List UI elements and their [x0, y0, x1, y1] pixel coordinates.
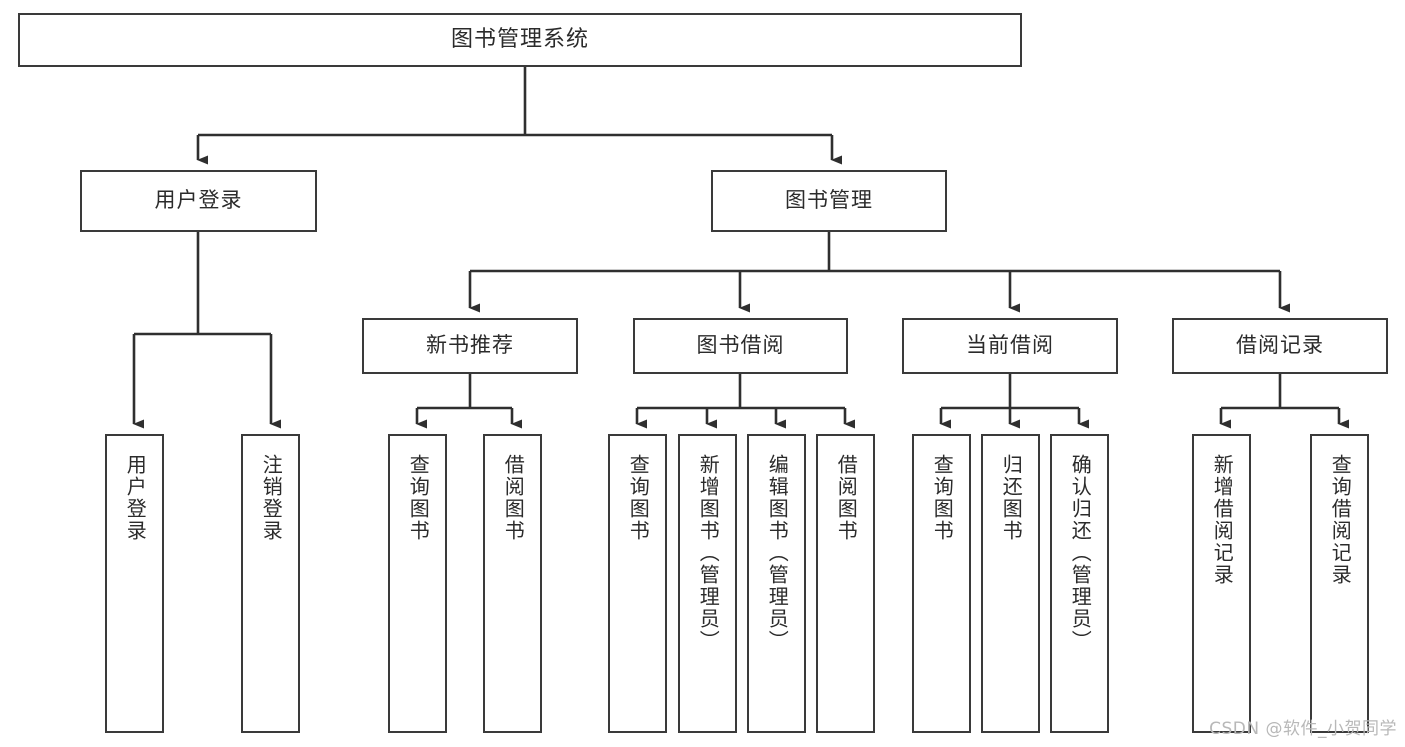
leaf-user-logout[interactable]: 注销登录 — [241, 434, 300, 733]
node-book-management[interactable]: 图书管理 — [711, 170, 947, 232]
leaf-query-book-new[interactable]: 查询图书 — [388, 434, 447, 733]
leaf-add-borrow-record[interactable]: 新增借阅记录 — [1192, 434, 1251, 733]
node-new-book-recommend[interactable]: 新书推荐 — [362, 318, 578, 374]
node-user-login[interactable]: 用户登录 — [80, 170, 317, 232]
leaf-edit-book-admin[interactable]: 编辑图书（管理员） — [747, 434, 806, 733]
leaf-user-login[interactable]: 用户登录 — [105, 434, 164, 733]
leaf-add-book-admin[interactable]: 新增图书（管理员） — [678, 434, 737, 733]
leaf-borrow-book-new[interactable]: 借阅图书 — [483, 434, 542, 733]
node-borrow-record[interactable]: 借阅记录 — [1172, 318, 1388, 374]
node-current-borrow[interactable]: 当前借阅 — [902, 318, 1118, 374]
node-book-borrow[interactable]: 图书借阅 — [633, 318, 848, 374]
csdn-watermark: CSDN @软件_小贺同学 — [1209, 719, 1397, 739]
leaf-query-book-current[interactable]: 查询图书 — [912, 434, 971, 733]
leaf-query-book-borrow[interactable]: 查询图书 — [608, 434, 667, 733]
leaf-query-borrow-record[interactable]: 查询借阅记录 — [1310, 434, 1369, 733]
leaf-borrow-book[interactable]: 借阅图书 — [816, 434, 875, 733]
node-root-system[interactable]: 图书管理系统 — [18, 13, 1022, 67]
leaf-return-book[interactable]: 归还图书 — [981, 434, 1040, 733]
leaf-confirm-return-admin[interactable]: 确认归还（管理员） — [1050, 434, 1109, 733]
